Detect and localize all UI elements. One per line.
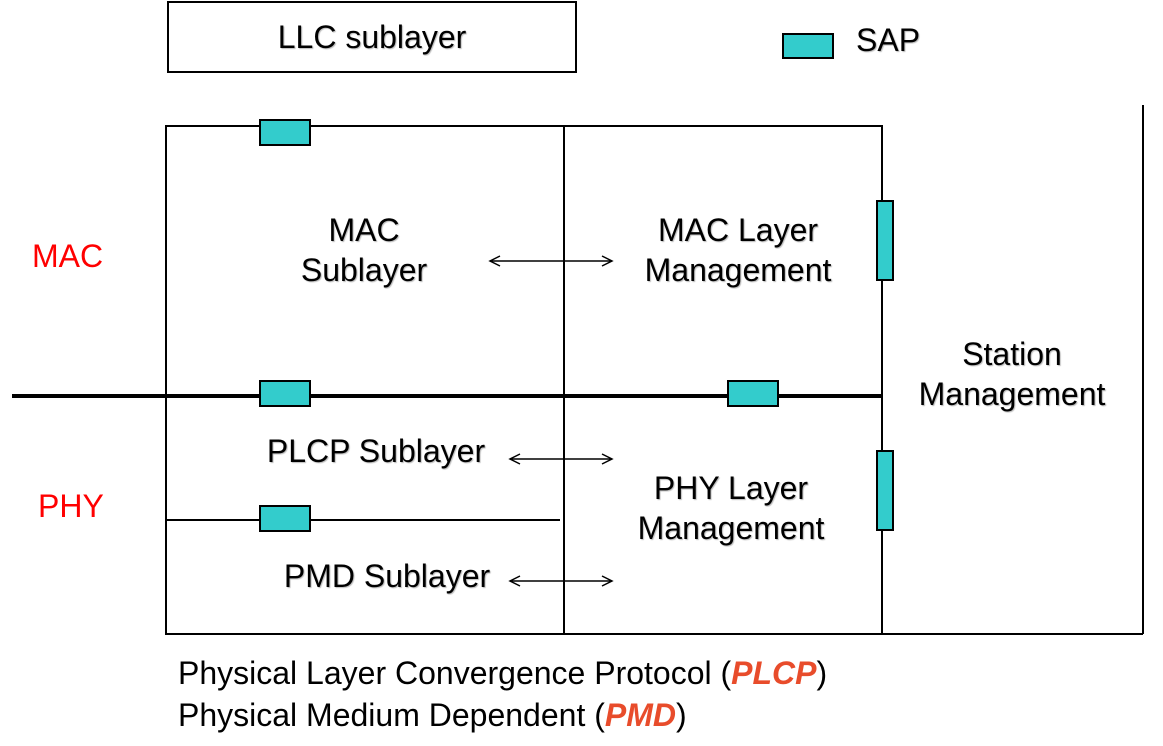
phy-mgmt-line-1: PHY Layer: [653, 470, 809, 506]
footnote-pmd-text: Physical Medium Dependent (: [178, 697, 605, 733]
arrow-mac-to-mgmt: [488, 255, 614, 267]
footnote-plcp-text: Physical Layer Convergence Protocol (: [178, 655, 732, 691]
station-mgmt-line-2: Management: [918, 376, 1106, 412]
sap-mac-mgmt-station: [876, 200, 894, 281]
footnote-pmd-close: ): [675, 697, 687, 733]
llc-box: [167, 1, 577, 73]
footnote-plcp-close: ): [816, 655, 828, 691]
mac-side-label: MAC: [32, 238, 104, 274]
phy-mgmt-label: PHY Layer Management: [600, 468, 862, 548]
pmd-sublayer-label: PMD Sublayer: [283, 558, 491, 594]
mac-sublayer-line-1: MAC: [328, 212, 400, 248]
mac-mgmt-line-1: MAC Layer: [657, 212, 819, 248]
footnote-pmd: Physical Medium Dependent (PMD): [178, 695, 687, 735]
sap-phy-mgmt-station: [876, 450, 894, 531]
station-mgmt-line-1: Station: [962, 336, 1062, 372]
sap-legend-icon: [782, 33, 834, 59]
footnote-plcp-acronym: PLCP: [731, 655, 817, 691]
footnote-pmd-acronym: PMD: [604, 697, 676, 733]
mac-sublayer-label: MAC Sublayer: [264, 210, 464, 290]
llc-sublayer-label: LLC sublayer: [277, 19, 467, 55]
phy-mgmt-line-2: Management: [637, 510, 825, 546]
plcp-sublayer-label: PLCP Sublayer: [266, 433, 486, 469]
sap-mgmt-boundary: [727, 380, 779, 407]
sap-legend-label: SAP: [856, 22, 921, 58]
sap-plcp-pmd: [259, 505, 311, 532]
sap-mac-phy: [259, 380, 311, 407]
arrow-plcp-to-mgmt: [508, 453, 614, 465]
station-mgmt-label: Station Management: [892, 334, 1132, 414]
mac-sublayer-line-2: Sublayer: [300, 252, 428, 288]
phy-side-label: PHY: [38, 488, 104, 524]
main-box: [165, 125, 883, 635]
mac-mgmt-line-2: Management: [644, 252, 832, 288]
footnote-plcp: Physical Layer Convergence Protocol (PLC…: [178, 653, 827, 693]
sap-llc-mac: [259, 119, 311, 146]
mac-mgmt-label: MAC Layer Management: [608, 210, 868, 290]
arrow-pmd-to-mgmt: [508, 575, 614, 587]
